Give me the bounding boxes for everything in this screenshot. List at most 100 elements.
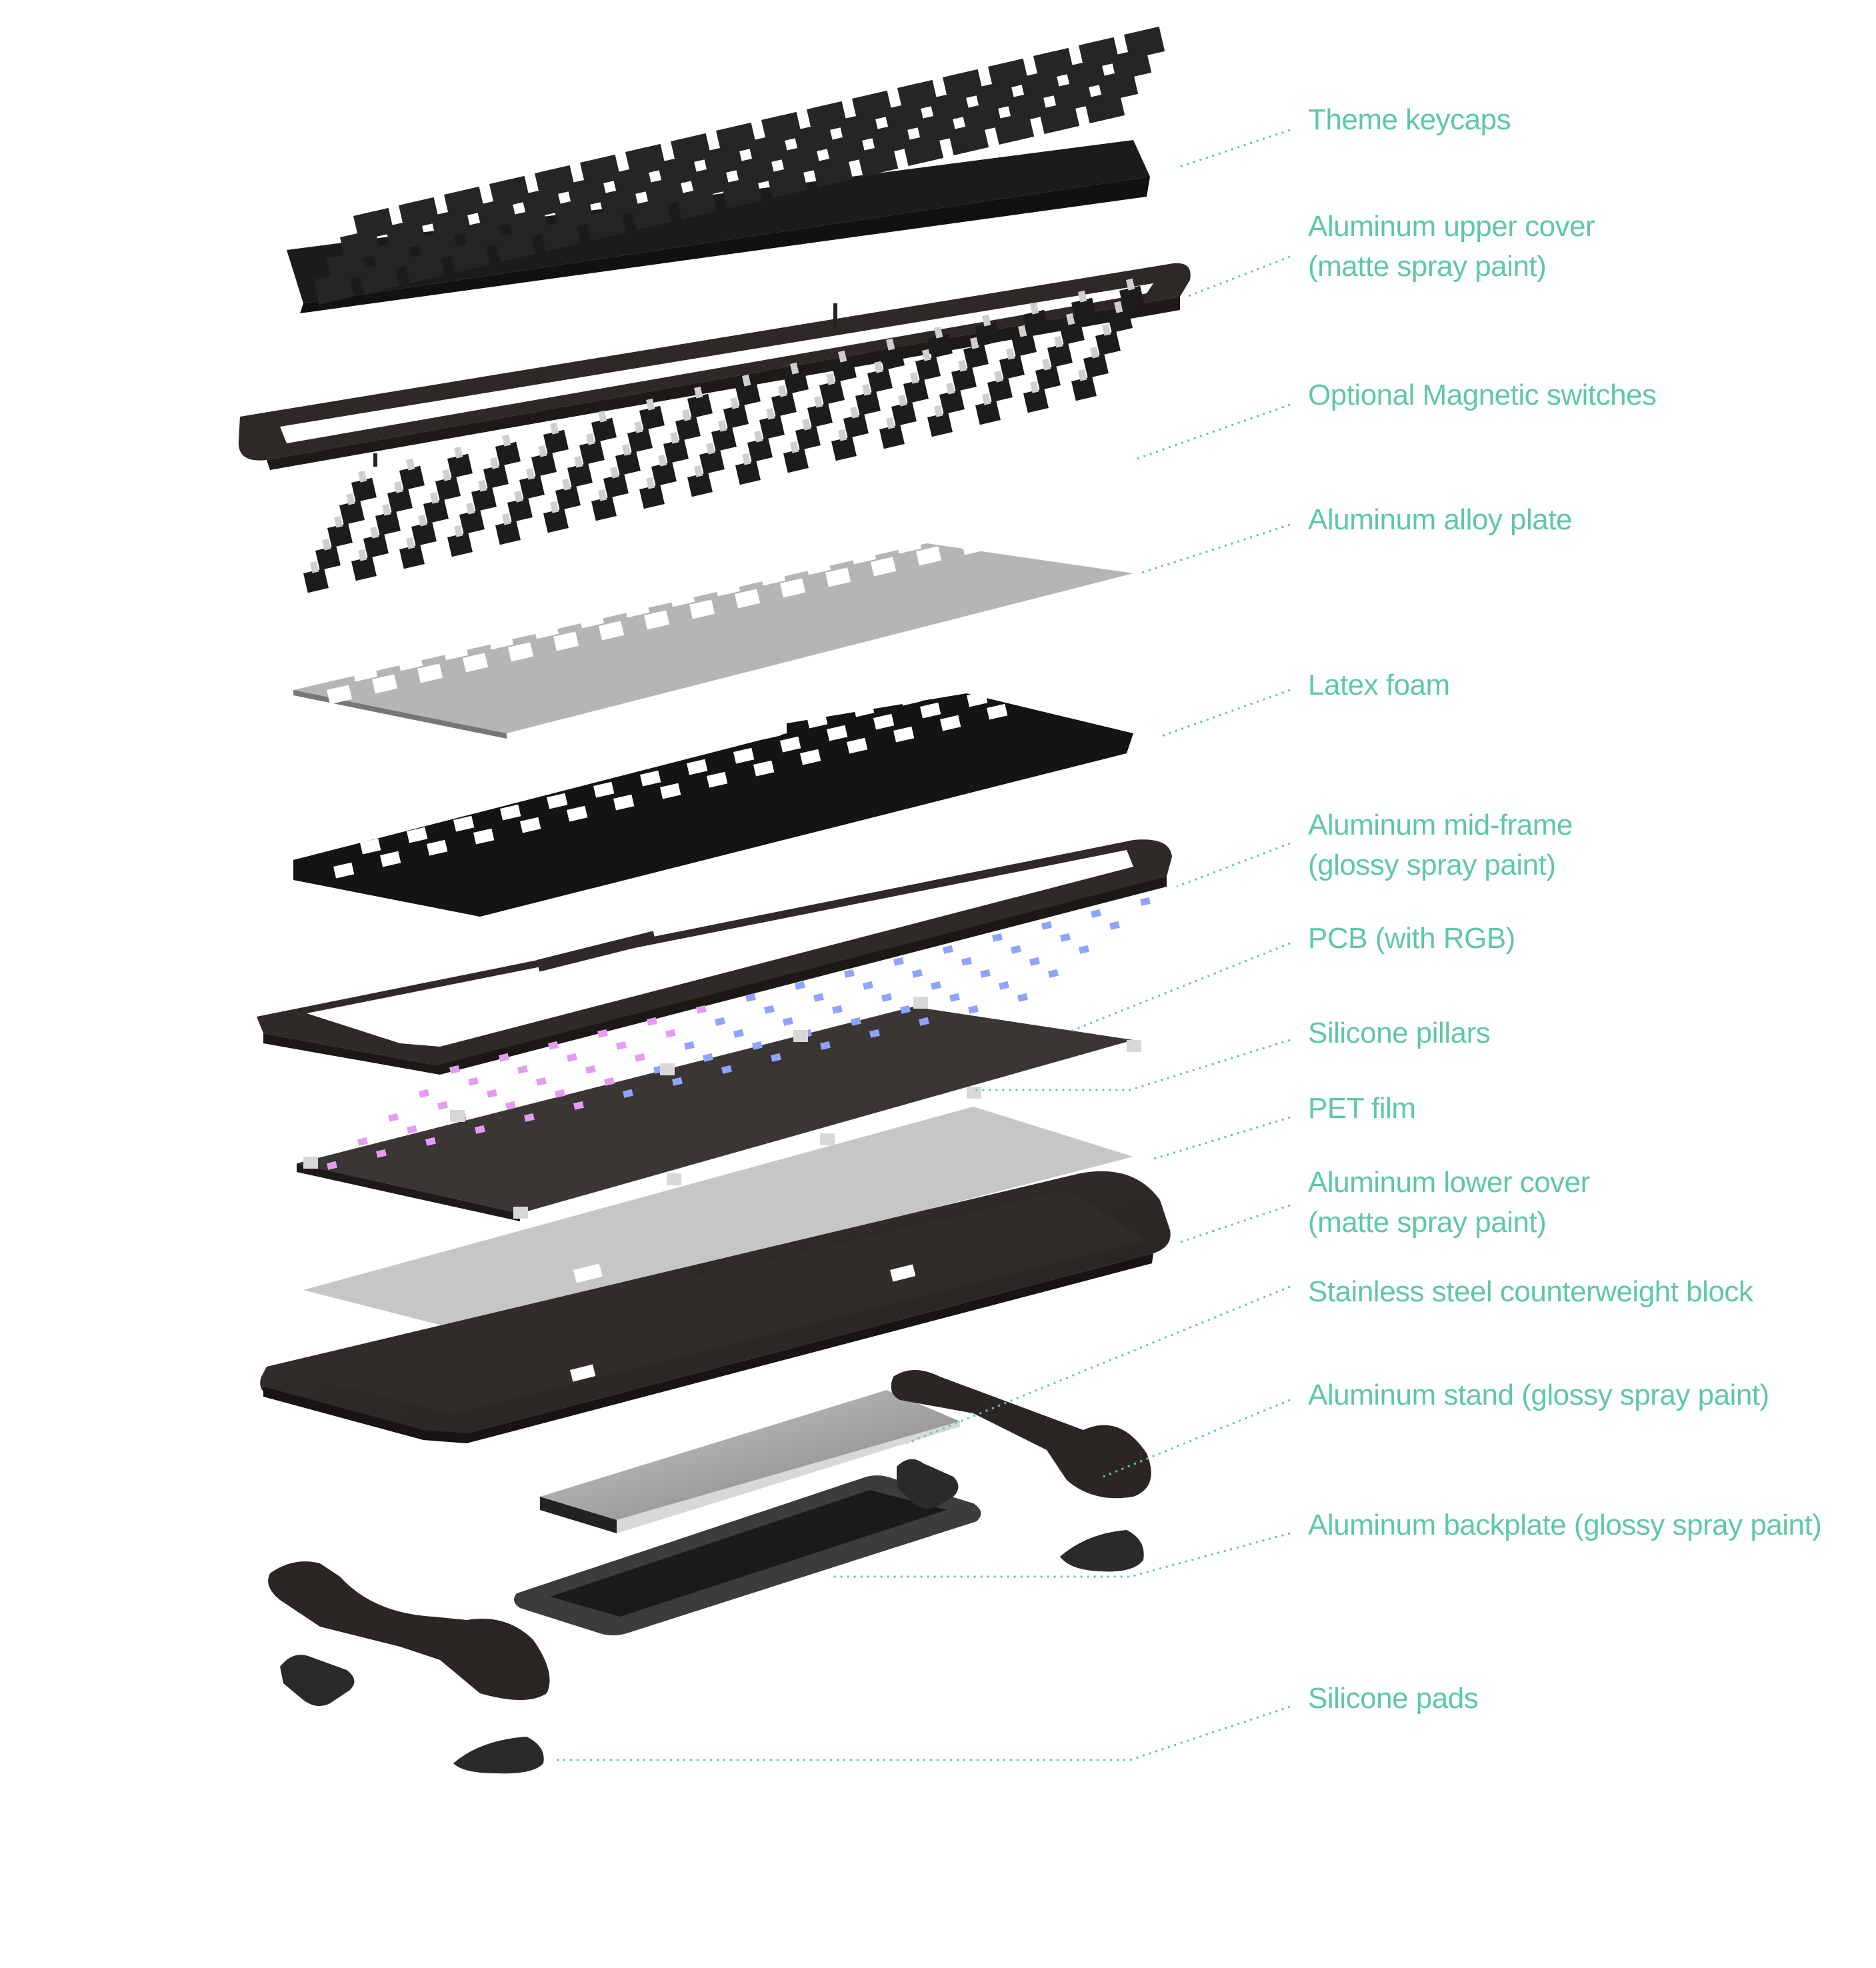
plate-hole <box>669 587 695 607</box>
plate-hole <box>896 534 922 554</box>
rgb-led <box>665 1029 676 1038</box>
foam-hole <box>827 725 848 741</box>
plate-hole <box>559 597 585 617</box>
plate-hole <box>417 663 443 683</box>
foam-hole <box>1033 692 1055 709</box>
rgb-led <box>604 1077 615 1086</box>
pcb-part <box>297 897 1151 1221</box>
foam-hole <box>593 781 615 798</box>
rgb-led <box>795 981 805 990</box>
switch-stem <box>574 455 583 468</box>
pet-film-part <box>303 1107 1133 1330</box>
rgb-led <box>721 1065 732 1074</box>
switch-stem <box>1030 302 1039 315</box>
foam-hole <box>833 688 855 705</box>
switch-stem <box>1078 290 1087 303</box>
plate-hole <box>423 629 449 649</box>
switch <box>399 544 425 569</box>
foam-hole <box>940 715 961 731</box>
plate-hole <box>488 630 514 650</box>
foam-hole <box>720 698 741 715</box>
switch <box>879 345 905 371</box>
switch-stem <box>1126 278 1135 291</box>
keycap <box>897 79 939 113</box>
rgb-led <box>376 1149 387 1158</box>
switch <box>1059 320 1085 345</box>
switch <box>543 429 569 455</box>
switch-stem <box>586 433 595 445</box>
foam-hole <box>507 767 528 784</box>
silicone-pillar <box>450 1110 465 1122</box>
switch <box>999 355 1025 380</box>
plate-hole <box>689 599 715 619</box>
label-line: Silicone pads <box>1308 1682 1479 1715</box>
label-silicone-pillars: Silicone pillars <box>1308 1013 1491 1053</box>
foam-hole <box>640 770 661 787</box>
switch <box>831 436 857 461</box>
leader-line-backplate <box>830 1532 1291 1578</box>
foam-hole <box>520 817 541 833</box>
rgb-led <box>1091 909 1101 918</box>
switch-stem <box>778 385 787 397</box>
switch <box>663 439 689 464</box>
rgb-led <box>647 1017 657 1026</box>
label-silicone-pads: Silicone pads <box>1308 1679 1479 1719</box>
plate-hole <box>715 577 741 597</box>
foam-hole <box>427 839 448 856</box>
switch <box>927 412 953 437</box>
rgb-led <box>548 1041 559 1050</box>
foam-hole <box>707 771 728 788</box>
switch <box>1023 388 1049 413</box>
plate-hole <box>987 513 1013 533</box>
keycap <box>535 165 576 199</box>
label-line: Optional Magnetic switches <box>1308 379 1657 411</box>
foam-hole <box>673 709 695 726</box>
switch-stem <box>538 445 547 457</box>
rgb-led <box>900 1005 911 1014</box>
switch <box>339 500 365 525</box>
keycap <box>580 154 621 188</box>
foam-hole <box>807 712 828 729</box>
rgb-led <box>968 1005 979 1014</box>
switch <box>591 417 617 443</box>
foam-hole <box>880 677 901 693</box>
foam-hole <box>487 755 508 771</box>
plate-hole <box>836 498 862 518</box>
switch-stem <box>958 359 967 372</box>
switch <box>747 437 773 463</box>
rgb-led <box>912 969 923 978</box>
plate-hole <box>941 523 967 543</box>
plate-hole <box>513 607 539 627</box>
switch <box>1011 332 1037 357</box>
label-upper-cover: Aluminum upper cover(matte spray paint) <box>1308 207 1595 287</box>
rgb-led <box>475 1125 485 1134</box>
switch-stem <box>694 465 703 477</box>
switch <box>435 476 461 501</box>
foam-hole <box>687 759 708 775</box>
switch-stem <box>405 458 415 471</box>
switch-stem <box>934 326 943 339</box>
foam-hole <box>967 691 988 707</box>
switch <box>759 415 785 440</box>
plate-hole <box>604 586 630 606</box>
rgb-led <box>437 1101 448 1110</box>
switch <box>447 532 473 557</box>
switch <box>735 460 761 485</box>
label-keycaps: Theme keycaps <box>1308 100 1511 140</box>
rgb-led <box>881 993 892 1002</box>
switch <box>699 449 725 475</box>
switch <box>459 509 485 535</box>
keycap <box>806 101 848 135</box>
switch <box>987 377 1013 403</box>
rgb-led <box>623 1089 633 1098</box>
foam-hole <box>500 804 521 821</box>
label-line: Theme keycaps <box>1308 103 1511 136</box>
plate-hole <box>1037 467 1063 487</box>
counterweight-part <box>540 1390 960 1533</box>
foam-hole <box>600 745 621 761</box>
foam-hole <box>439 766 461 783</box>
switch <box>975 321 1001 347</box>
switch-stem <box>454 525 463 537</box>
rgb-led <box>949 993 960 1002</box>
switch-stem <box>753 430 763 443</box>
